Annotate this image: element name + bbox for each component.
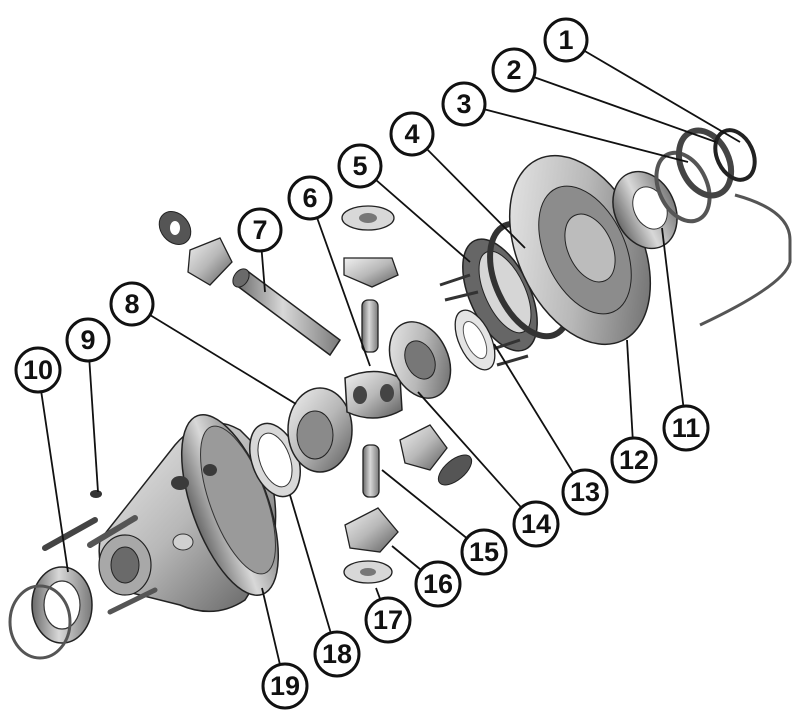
callout-11: 11 (664, 406, 708, 450)
pinion-cross-block (345, 372, 402, 419)
svg-text:3: 3 (456, 89, 471, 119)
svg-text:17: 17 (373, 605, 403, 635)
callout-1: 1 (545, 19, 587, 61)
svg-text:18: 18 (322, 639, 352, 669)
svg-text:16: 16 (423, 569, 453, 599)
callout-8: 8 (111, 283, 153, 325)
pinion-gear-upper-left (153, 205, 232, 285)
left-bearing (10, 567, 92, 658)
svg-text:11: 11 (672, 413, 701, 443)
pinion-gear-upper (342, 206, 398, 287)
callout-3: 3 (443, 83, 485, 125)
cross-shaft (230, 266, 340, 355)
callout-4: 4 (391, 113, 433, 155)
svg-text:5: 5 (352, 151, 367, 181)
callout-18: 18 (315, 632, 359, 676)
svg-text:10: 10 (23, 355, 53, 385)
callout-15: 15 (462, 530, 506, 574)
svg-text:14: 14 (521, 509, 551, 539)
pinion-gear-right (400, 425, 477, 491)
svg-text:7: 7 (252, 215, 267, 245)
svg-text:4: 4 (404, 119, 419, 149)
callout-13: 13 (563, 470, 607, 514)
callout-12: 12 (612, 438, 656, 482)
callout-6: 6 (289, 177, 331, 219)
callout-16: 16 (416, 562, 460, 606)
svg-text:6: 6 (302, 183, 317, 213)
svg-text:19: 19 (270, 671, 300, 701)
svg-text:8: 8 (124, 289, 139, 319)
callout-7: 7 (239, 209, 281, 251)
callout-19: 19 (263, 664, 307, 708)
svg-text:12: 12 (619, 445, 649, 475)
pinion-gear-lower (344, 508, 398, 583)
svg-text:13: 13 (570, 477, 600, 507)
callout-2: 2 (493, 49, 535, 91)
callout-9: 9 (67, 319, 109, 361)
callout-10: 10 (16, 348, 60, 392)
svg-text:1: 1 (558, 25, 573, 55)
svg-text:15: 15 (469, 537, 499, 567)
side-gear-left (288, 388, 352, 472)
callout-5: 5 (339, 145, 381, 187)
callout-14: 14 (514, 502, 558, 546)
callout-17: 17 (366, 598, 410, 642)
svg-text:2: 2 (506, 55, 521, 85)
svg-text:9: 9 (80, 325, 95, 355)
